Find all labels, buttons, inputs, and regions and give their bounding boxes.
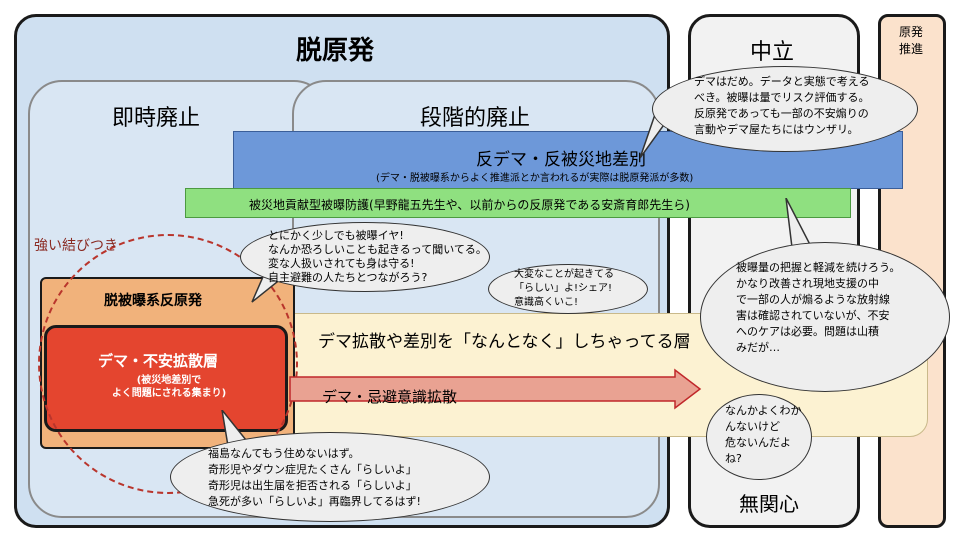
taboo-spread-label: デマ・忌避意識拡散: [322, 388, 458, 406]
gradual-abolition-title: 段階的廃止: [420, 106, 531, 131]
neutral-top-text: デマはだめ。データと実態で考えるべき。被曝は量でリスク評価する。 反原発であって…: [694, 75, 870, 136]
strong-ties-circle: [38, 234, 298, 494]
exposure-protection-bar: [185, 188, 851, 218]
indifferent-bubble: [706, 394, 812, 480]
anxious-text: とにかく少しでも被曝イヤ!なんか恐ろしいことも起きるって聞いてる。 変な人扱いさ…: [268, 229, 487, 284]
neutral-mid-text: 被曝量の把握と軽減を続けろう。かなり改善され現地支援の中 で一部の人が煽るような…: [736, 261, 901, 354]
neutral-top-bubble: [652, 66, 918, 152]
awareness-text: 大変なことが起きてる「らしい」よ!シェア! 意識高くいこ!: [514, 269, 614, 308]
anti-nuclear-title: 脱原発: [296, 36, 375, 66]
pro-nuclear-title: 原発推進: [899, 25, 924, 56]
vague-layer-label: デマ拡散や差別を「なんとなく」しちゃってる層: [318, 332, 691, 352]
immediate-abolition-title: 即時廃止: [112, 106, 201, 131]
anti-demagogy-title: 反デマ・反被災地差別: [476, 150, 646, 170]
indifferent-title: 無関心: [739, 492, 799, 516]
anxious-bubble: [240, 222, 490, 292]
rumors-bubble: [170, 432, 490, 522]
strong-ties-label: 強い結びつき: [34, 238, 118, 254]
taboo-spread-arrow: [289, 368, 702, 410]
neutral-mid-bubble: [700, 242, 950, 392]
awareness-bubble: [488, 264, 648, 314]
exposure-protection-label: 被災地貢献型被曝防護(早野龍五先生や、以前からの反原発である安斎育郎先生ら): [249, 198, 690, 212]
indifferent-text: なんかよくわかんないけど 危ないんだよね?: [725, 404, 802, 465]
rumors-text: 福島なんてもう住めないはず。奇形児やダウン症児たくさん「らしいよ」 奇形児は出生…: [208, 447, 421, 508]
anti-demagogy-note: (デマ・脱被曝系からよく推進派とか言われるが実際は脱原発派が多数): [376, 173, 694, 184]
neutral-title: 中立: [750, 40, 795, 65]
